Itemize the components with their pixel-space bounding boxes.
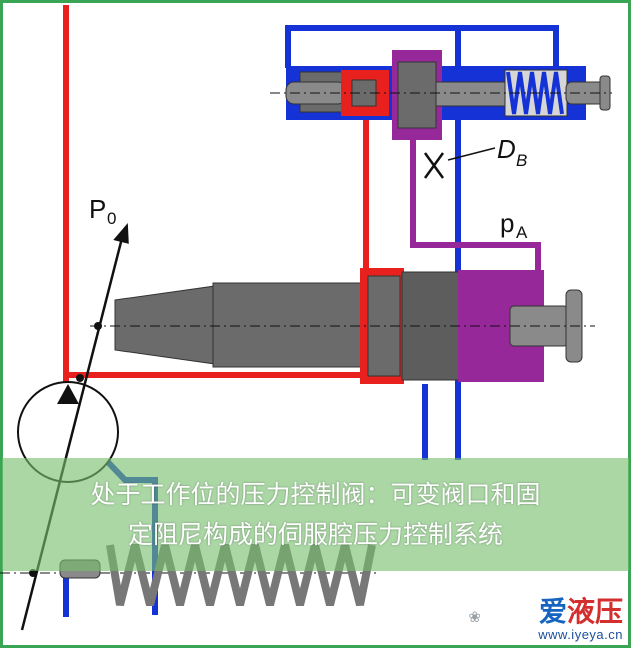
db-subscript: B	[516, 151, 527, 170]
caption-banner: 处于工作位的压力控制阀：可变阀口和固 定阻尼构成的伺服腔压力控制系统	[2, 458, 629, 571]
pump-symbol	[17, 381, 119, 483]
wechat-icon: ❀	[468, 608, 481, 626]
watermark: 爱液压 www.iyeya.cn	[538, 595, 623, 643]
main-valve	[90, 268, 595, 384]
pa-subscript: A	[516, 223, 528, 242]
pilot-valve	[270, 50, 612, 140]
orifice-db	[423, 147, 496, 179]
p0-subscript: 0	[107, 209, 116, 228]
control-line	[410, 135, 541, 275]
caption-line-2: 定阻尼构成的伺服腔压力控制系统	[127, 519, 503, 549]
db-label: D	[497, 134, 516, 164]
watermark-brand: 爱液压	[538, 595, 623, 628]
caption-line-1: 处于工作位的压力控制阀：可变阀口和固	[90, 479, 541, 509]
p0-label: P	[89, 194, 106, 224]
pa-label: p	[500, 208, 514, 238]
watermark-url: www.iyeya.cn	[538, 627, 623, 642]
